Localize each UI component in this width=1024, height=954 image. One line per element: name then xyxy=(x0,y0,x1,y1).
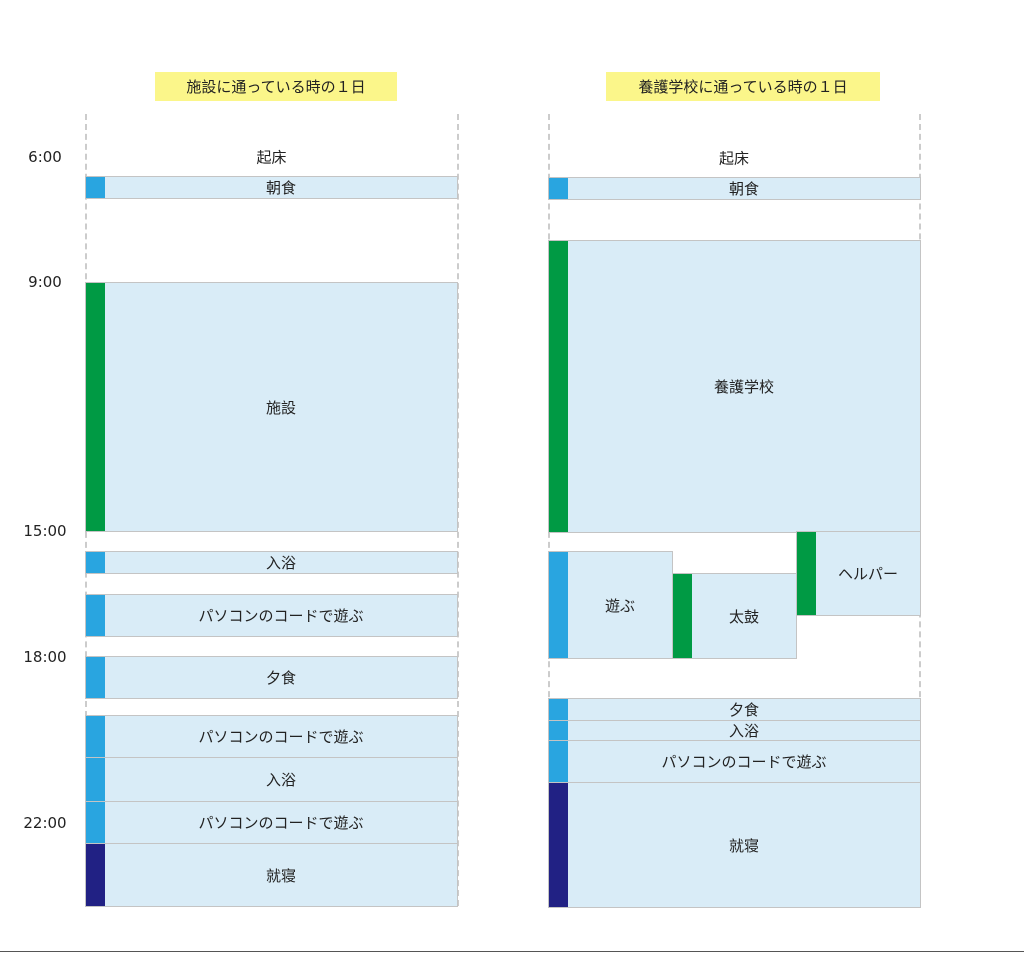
time-label: 6:00 xyxy=(28,148,62,166)
category-bar xyxy=(86,844,105,906)
category-bar xyxy=(86,283,105,531)
activity-block: 養護学校 xyxy=(548,240,921,533)
category-bar xyxy=(86,802,105,843)
activity-block: パソコンのコードで遊ぶ xyxy=(548,740,921,783)
activity-block: 就寝 xyxy=(548,782,921,908)
time-label: 15:00 xyxy=(23,522,67,540)
time-label: 9:00 xyxy=(28,273,62,291)
activity-label: 遊ぶ xyxy=(604,596,635,615)
right-title: 養護学校に通っている時の１日 xyxy=(606,72,880,101)
activity-block: パソコンのコードで遊ぶ xyxy=(85,715,458,758)
time-label: 18:00 xyxy=(23,648,67,666)
activity-block: 就寝 xyxy=(85,843,458,907)
activity-label: 夕食 xyxy=(265,669,296,687)
wake-label: 起床 xyxy=(256,148,287,167)
activity-block: 入浴 xyxy=(85,757,458,802)
category-bar xyxy=(549,241,568,532)
category-bar xyxy=(549,783,568,907)
time-label: 22:00 xyxy=(23,814,67,832)
guide-line xyxy=(457,114,459,906)
activity-label: 入浴 xyxy=(265,771,296,789)
activity-label: 入浴 xyxy=(728,722,759,740)
activity-block: 入浴 xyxy=(85,551,458,574)
activity-block: 夕食 xyxy=(85,656,458,699)
activity-block: 施設 xyxy=(85,282,458,532)
category-bar xyxy=(86,758,105,801)
wake-label: 起床 xyxy=(718,149,749,168)
category-bar xyxy=(86,552,105,573)
activity-label: ヘルパー xyxy=(837,565,898,583)
category-bar xyxy=(549,741,568,782)
activity-label: 朝食 xyxy=(728,180,759,198)
activity-block: 朝食 xyxy=(548,177,921,200)
activity-label: パソコンのコードで遊ぶ xyxy=(198,814,364,832)
category-bar xyxy=(86,657,105,698)
activity-label: パソコンのコードで遊ぶ xyxy=(198,607,364,625)
category-bar xyxy=(549,699,568,720)
activity-label: 施設 xyxy=(265,398,296,417)
activity-label: 就寝 xyxy=(265,866,296,885)
activity-block: 夕食 xyxy=(548,698,921,721)
category-bar xyxy=(549,178,568,199)
category-bar xyxy=(549,552,568,658)
left-title: 施設に通っている時の１日 xyxy=(155,72,397,101)
activity-label: 朝食 xyxy=(265,179,296,197)
activity-block: 朝食 xyxy=(85,176,458,199)
category-bar xyxy=(797,532,816,615)
activity-label: パソコンのコードで遊ぶ xyxy=(661,753,827,771)
activity-label: 養護学校 xyxy=(713,378,774,396)
baseline xyxy=(0,951,1024,952)
activity-block: パソコンのコードで遊ぶ xyxy=(85,594,458,637)
activity-label: 太鼓 xyxy=(728,607,759,626)
category-bar xyxy=(549,721,568,740)
category-bar xyxy=(86,177,105,198)
activity-block: 遊ぶ xyxy=(548,551,673,659)
activity-label: 夕食 xyxy=(728,701,759,719)
activity-label: パソコンのコードで遊ぶ xyxy=(198,728,364,746)
category-bar xyxy=(86,595,105,636)
activity-block: 太鼓 xyxy=(672,573,797,659)
activity-block: パソコンのコードで遊ぶ xyxy=(85,801,458,844)
category-bar xyxy=(673,574,692,658)
activity-block: ヘルパー xyxy=(796,531,921,616)
activity-label: 就寝 xyxy=(728,836,759,855)
activity-label: 入浴 xyxy=(265,554,296,572)
category-bar xyxy=(86,716,105,757)
activity-block: 入浴 xyxy=(548,720,921,741)
